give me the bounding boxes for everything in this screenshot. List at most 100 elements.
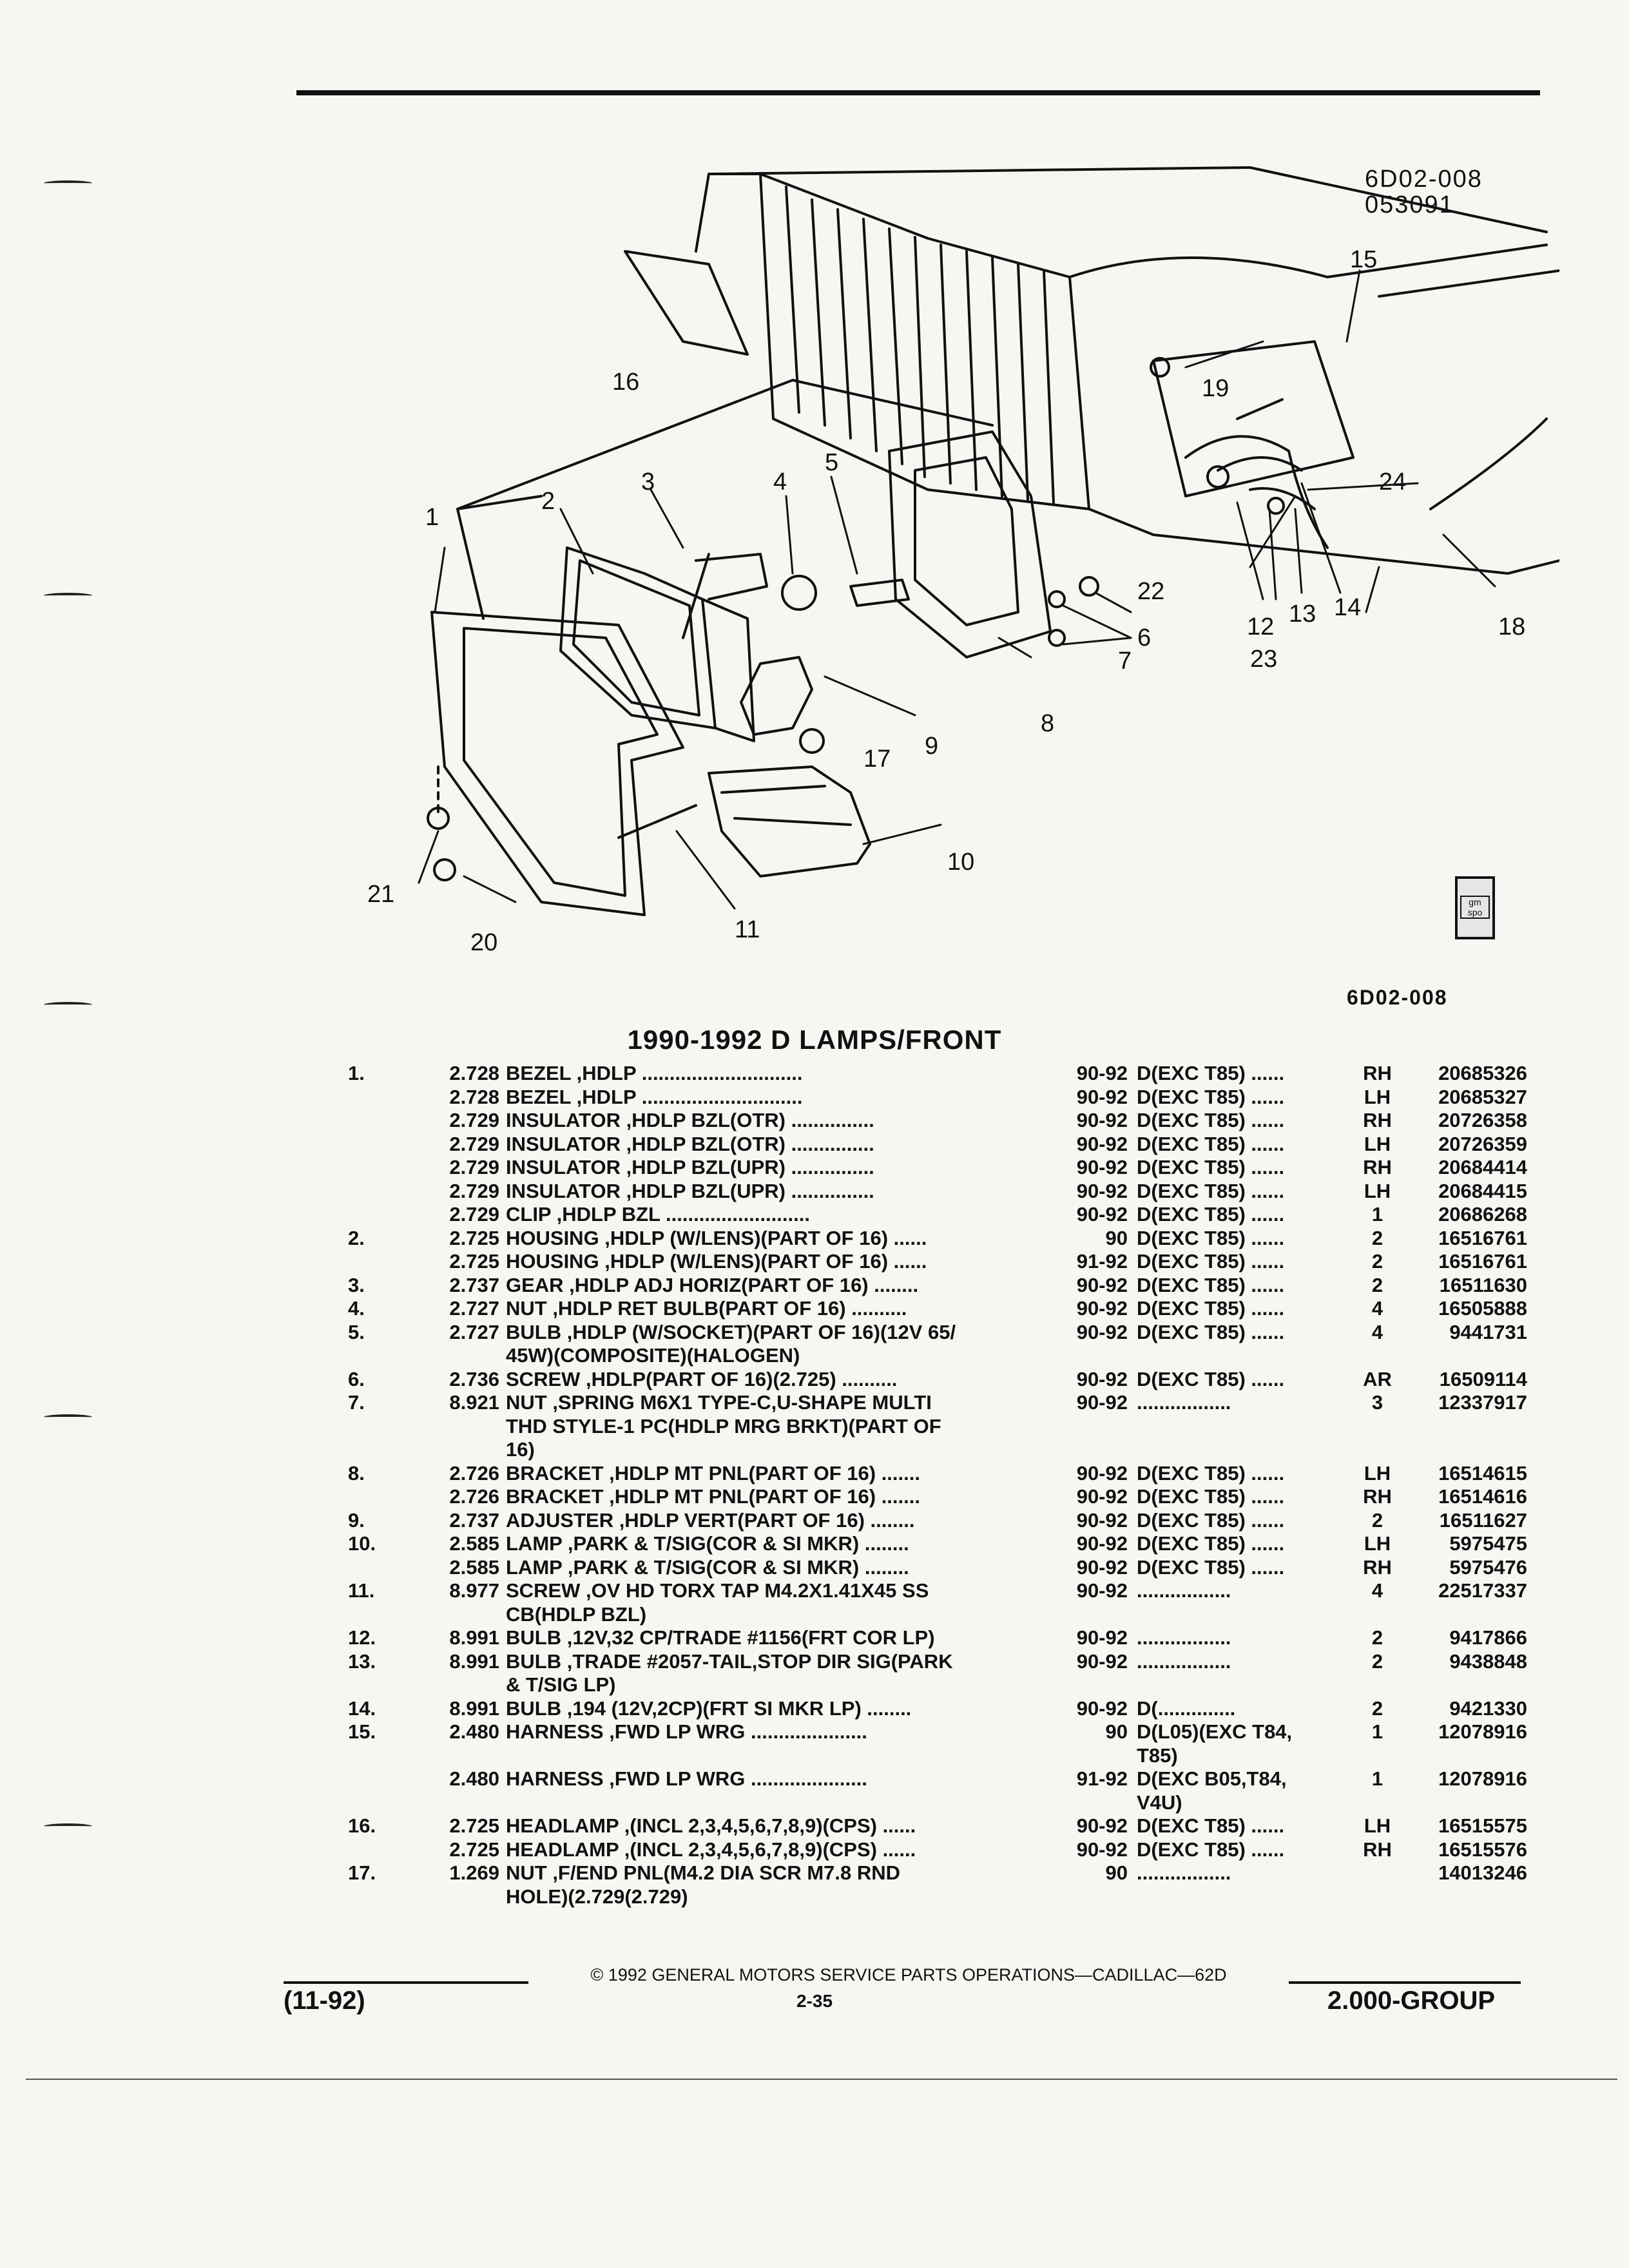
model-years: 90-92 [1076, 1062, 1128, 1084]
quantity [1353, 1438, 1402, 1462]
ref-number [335, 1767, 425, 1791]
quantity [1353, 1673, 1402, 1697]
footer-rule-left [284, 1981, 528, 1984]
model-years: 90-92 [1076, 1579, 1128, 1602]
part-description: INSULATOR ,HDLP BZL(OTR) ............... [506, 1109, 874, 1131]
group-code: 2.729 [449, 1179, 499, 1202]
callout-1: 1 [425, 504, 439, 531]
group-code: 8.991 [449, 1649, 499, 1673]
model-years: 90-92 [1076, 1085, 1128, 1108]
ref-number [335, 1673, 425, 1697]
callout-14: 14 [1334, 594, 1361, 621]
screw-6 [1079, 576, 1099, 597]
group-code: 2.729 [449, 1132, 499, 1155]
quantity: 1 [1371, 1767, 1383, 1790]
ref-number [335, 1156, 425, 1180]
part-description: HARNESS ,FWD LP WRG ....................… [506, 1767, 867, 1790]
quantity: LH [1364, 1814, 1391, 1837]
group-code: 2.585 [449, 1532, 499, 1555]
ref-number: 17. [348, 1861, 376, 1884]
group-code: 2.480 [449, 1767, 499, 1790]
model-usage: D(EXC T85) ...... [1137, 1320, 1285, 1343]
headlamp-housing [559, 546, 755, 742]
model-usage: D(EXC T85) ...... [1137, 1367, 1285, 1390]
ref-number: 14. [348, 1696, 376, 1720]
part-number: 20684415 [1438, 1179, 1527, 1202]
group-code: 2.726 [449, 1485, 499, 1508]
quantity: 1 [1371, 1720, 1383, 1743]
part-description: SCREW ,OV HD TORX TAP M4.2X1.41X45 SS [506, 1579, 929, 1602]
callout-24: 24 [1379, 468, 1406, 495]
callout-6: 6 [1137, 624, 1151, 651]
margin-mark [44, 180, 92, 186]
part-number: 16516761 [1438, 1250, 1527, 1273]
part-number [1402, 1603, 1527, 1627]
ref-number: 1. [348, 1062, 365, 1084]
footer-rule-right [1289, 1981, 1521, 1984]
group-code: 2.727 [449, 1297, 499, 1320]
margin-mark [44, 593, 92, 599]
adjust-gear [682, 553, 768, 639]
ref-number [335, 1415, 425, 1439]
ref-number [335, 1556, 425, 1580]
part-description: BEZEL ,HDLP ............................… [506, 1085, 803, 1108]
part-description: ADJUSTER ,HDLP VERT(PART OF 16) ........ [506, 1508, 915, 1532]
model-usage: D(EXC T85) ...... [1137, 1297, 1285, 1320]
part-number: 12337917 [1438, 1391, 1527, 1414]
part-number: 9417866 [1449, 1626, 1527, 1649]
part-description: INSULATOR ,HDLP BZL(OTR) ............... [506, 1132, 874, 1155]
group-code: 2.725 [449, 1838, 499, 1861]
callout-12: 12 [1247, 613, 1274, 640]
model-usage: ................. [1137, 1626, 1231, 1649]
callout-8: 8 [1041, 710, 1054, 737]
grille [624, 173, 1090, 510]
part-number [1402, 1344, 1527, 1368]
callout-15: 15 [1350, 246, 1377, 273]
group-code [425, 1673, 499, 1697]
model-years: 90-92 [1076, 1485, 1128, 1508]
callout-2: 2 [541, 488, 555, 515]
quantity: RH [1363, 1062, 1392, 1084]
group-code: 8.991 [449, 1696, 499, 1720]
model-years: 91-92 [1076, 1767, 1128, 1790]
part-number: 16505888 [1438, 1297, 1527, 1320]
quantity: 1 [1371, 1203, 1383, 1225]
group-code: 2.737 [449, 1508, 499, 1532]
ref-number: 16. [348, 1814, 376, 1837]
model-years [1044, 1744, 1128, 1768]
group-code: 1.269 [449, 1861, 499, 1884]
group-code: 2.725 [449, 1226, 499, 1249]
callout-labels: 1 2 3 4 5 6 7 8 9 10 11 12 13 14 15 16 1… [367, 246, 1525, 956]
ref-number [335, 1133, 425, 1157]
part-number [1402, 1673, 1527, 1697]
group-code: 2.585 [449, 1555, 499, 1579]
group-code: 2.727 [449, 1320, 499, 1343]
group-code [425, 1603, 499, 1627]
model-years [1044, 1344, 1128, 1368]
model-years: 90-92 [1076, 1132, 1128, 1155]
model-usage [1128, 1415, 1353, 1439]
table-row: 16) [335, 1438, 1527, 1462]
bulb-nut [781, 575, 817, 611]
quantity [1353, 1344, 1402, 1368]
model-years [1044, 1603, 1128, 1627]
model-usage: D(L05)(EXC T84, [1137, 1720, 1293, 1743]
screw-20 [433, 858, 456, 881]
part-description: THD STYLE-1 PC(HDLP MRG BRKT)(PART OF [506, 1414, 941, 1437]
model-years: 90-92 [1076, 1273, 1128, 1296]
model-usage: D(EXC T85) ...... [1137, 1226, 1285, 1249]
model-usage [1128, 1438, 1353, 1462]
part-number: 16511627 [1439, 1508, 1527, 1532]
model-usage [1128, 1885, 1353, 1909]
quantity [1353, 1791, 1402, 1815]
nut-7a [1048, 590, 1066, 608]
group-code [425, 1344, 499, 1368]
